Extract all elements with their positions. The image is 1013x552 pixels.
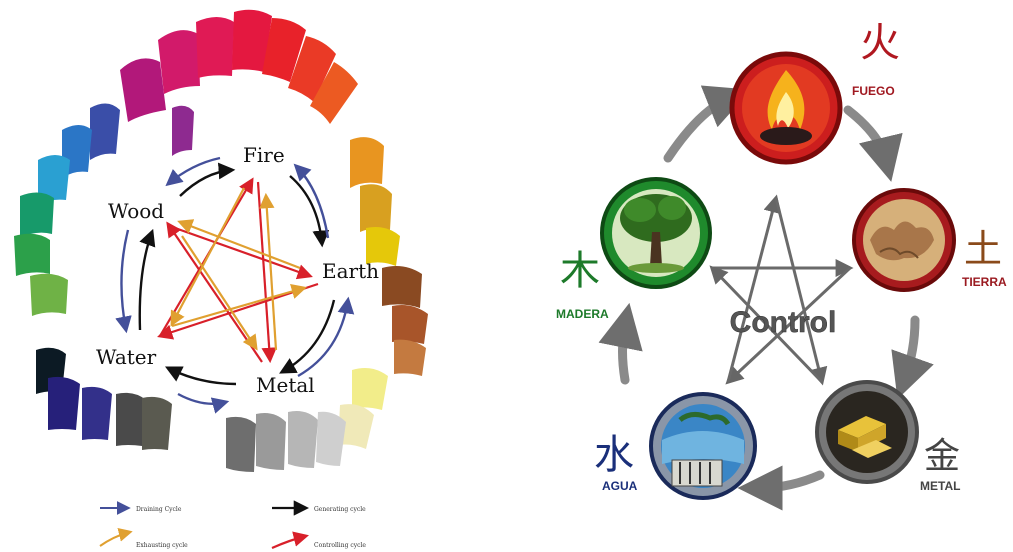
swatch <box>226 417 256 472</box>
fire-glyph: 火 <box>860 20 900 66</box>
wood-label: MADERA <box>556 307 609 321</box>
swatch <box>142 397 172 450</box>
element-earth: 土 TIERRA <box>854 190 1007 290</box>
generating-arrow <box>282 300 334 372</box>
control-star <box>712 198 850 382</box>
swatch <box>48 377 80 430</box>
legend-exhausting: Exhausting cycle <box>136 542 188 549</box>
generating-arrow <box>290 176 322 244</box>
swatch <box>20 192 54 238</box>
metal-glyph: 金 <box>924 436 960 477</box>
generating-arrow <box>180 170 232 196</box>
swatch <box>30 274 68 316</box>
earth-label: TIERRA <box>962 275 1007 289</box>
node-label-metal: Metal <box>256 373 315 397</box>
center-label: Control <box>730 306 837 339</box>
swatch <box>392 305 428 344</box>
swatch <box>14 234 50 276</box>
inner-star-arrows <box>160 180 318 362</box>
node-label-water: Water <box>96 345 157 369</box>
cycle-arrow <box>848 110 886 160</box>
draining-arrow <box>121 230 128 330</box>
controlling-arrow <box>175 228 310 276</box>
swatch <box>394 340 426 376</box>
five-element-control-diagram: Control 火 FUEGO 土 TIERRA 金 <box>520 0 1013 552</box>
cycle-arrow <box>760 475 820 488</box>
star-arrow <box>776 198 822 382</box>
water-label: AGUA <box>602 479 638 493</box>
cycle-arrow <box>668 98 730 158</box>
wood-glyph: 木 <box>560 248 600 294</box>
swatch <box>316 412 346 466</box>
generating-arrow <box>140 232 152 330</box>
swatch <box>82 387 112 440</box>
swatch <box>288 411 318 468</box>
five-element-color-wheel-diagram: Fire Wood Earth Water Metal Draining Cyc… <box>0 0 470 552</box>
swatch <box>172 106 194 156</box>
legend-generating: Generating cycle <box>314 506 366 513</box>
legend: Draining Cycle Generating cycle Exhausti… <box>100 506 366 549</box>
legend-draining: Draining Cycle <box>136 506 182 513</box>
fire-label: FUEGO <box>852 84 895 98</box>
cycle-arrow <box>905 320 915 378</box>
node-label-fire: Fire <box>243 143 285 167</box>
draining-arrow <box>296 166 328 238</box>
swatch <box>382 266 422 308</box>
element-metal: 金 METAL <box>817 382 960 493</box>
element-water: 水 AGUA <box>594 394 755 498</box>
exhausting-arrow <box>172 188 244 324</box>
swatch <box>352 368 388 410</box>
swatch <box>196 17 234 78</box>
water-glyph: 水 <box>594 432 634 478</box>
legend-controlling: Controlling cycle <box>314 542 366 549</box>
element-wood: 木 MADERA <box>556 179 710 321</box>
cycle-arrow <box>623 325 626 380</box>
node-label-wood: Wood <box>108 199 164 223</box>
swatch <box>90 103 120 160</box>
draining-arrow <box>298 300 348 376</box>
swatch <box>256 413 286 470</box>
generating-arrow <box>168 368 236 384</box>
swatch <box>158 30 200 94</box>
node-label-earth: Earth <box>322 259 379 283</box>
metal-label: METAL <box>920 479 960 493</box>
controlling-arrow <box>258 182 270 360</box>
swatch <box>360 184 392 232</box>
swatch <box>116 393 146 446</box>
draining-arrow <box>178 394 226 404</box>
draining-arrow <box>168 158 220 184</box>
swatch <box>350 137 384 188</box>
swatch <box>120 58 166 122</box>
earth-glyph: 土 <box>964 227 1002 271</box>
